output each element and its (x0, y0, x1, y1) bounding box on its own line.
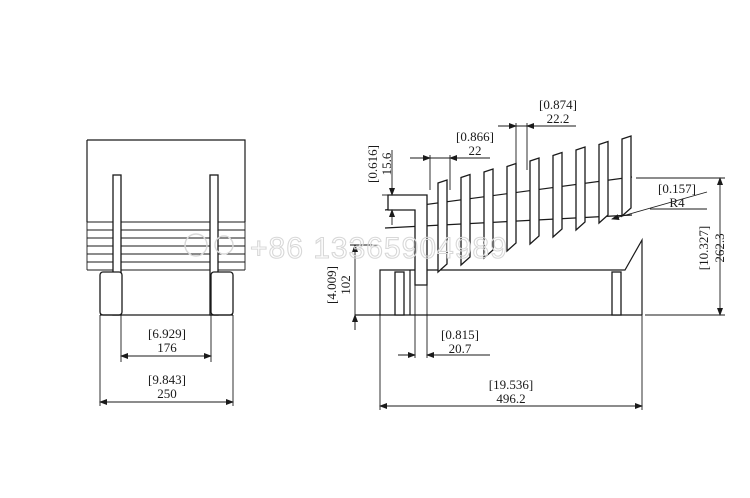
side-foot-right (611, 271, 622, 316)
dim-length-mm: 496.2 (496, 391, 525, 406)
dim-radius-in: [0.157] (658, 181, 696, 196)
dim-front-outer-in: [9.843] (148, 372, 186, 387)
side-foot-left (394, 271, 405, 316)
side-view: [0.866] 22 [0.874] 22.2 [0.616] 15.6 [0.… (324, 97, 727, 410)
dim-slot-in: [0.815] (441, 327, 479, 342)
dim-fin-gap-mm: 22 (469, 143, 482, 158)
side-fin (506, 162, 517, 253)
dim-fin-gap-in: [0.866] (456, 129, 494, 144)
side-fin (621, 135, 632, 218)
side-fin (529, 157, 540, 246)
dim-front-inner: [6.929] 176 (120, 315, 212, 362)
front-panel-outline (86, 139, 246, 222)
side-fin (552, 151, 563, 239)
dim-foot: [4.009] 102 (324, 244, 378, 330)
dim-fin-pitch-in: [0.874] (539, 97, 577, 112)
dim-foot-mm: 102 (338, 275, 353, 295)
dim-fin-pitch-mm: 22.2 (547, 111, 570, 126)
front-foot-left (99, 271, 123, 316)
side-fin (575, 146, 586, 232)
dim-length-in: [19.536] (489, 377, 533, 392)
dim-radius-mm: R4 (669, 195, 685, 210)
watermark-text: +86 13365904989 (250, 232, 508, 265)
side-fin (460, 173, 471, 267)
dim-fin-gap: [0.866] 22 (410, 129, 494, 190)
dim-height: [10.327] 262.3 (636, 177, 727, 316)
watermark-logo-icon (184, 233, 208, 257)
dim-length: [19.536] 496.2 (379, 315, 643, 410)
dim-slot: [0.815] 20.7 (398, 285, 490, 358)
dim-front-inner-in: [6.929] (148, 326, 186, 341)
dim-front-outer: [9.843] 250 (99, 315, 234, 406)
dim-front-outer-mm: 250 (157, 386, 177, 401)
dim-height-mm: 262.3 (712, 233, 727, 262)
dim-slot-mm: 20.7 (449, 341, 472, 356)
dim-tip: [0.616] 15.6 (365, 145, 398, 225)
side-fins (437, 135, 632, 274)
front-foot-right (210, 271, 234, 316)
front-slats (86, 221, 246, 271)
side-fin (437, 179, 448, 274)
dim-tip-mm: 15.6 (379, 152, 394, 175)
dim-tip-in: [0.616] (365, 145, 380, 183)
dim-foot-in: [4.009] (324, 266, 339, 304)
dim-height-in: [10.327] (696, 226, 711, 270)
side-fin (598, 140, 609, 225)
watermark-phone-icon (214, 235, 234, 255)
side-fin (483, 168, 494, 260)
dim-front-inner-mm: 176 (157, 340, 177, 355)
dim-fin-pitch: [0.874] 22.2 (498, 97, 577, 185)
watermark: +86 13365904989 (184, 231, 508, 266)
dim-radius: [0.157] R4 (611, 181, 708, 220)
side-base-profile (379, 237, 643, 315)
front-view: [6.929] 176 [9.843] 250 (86, 139, 246, 406)
